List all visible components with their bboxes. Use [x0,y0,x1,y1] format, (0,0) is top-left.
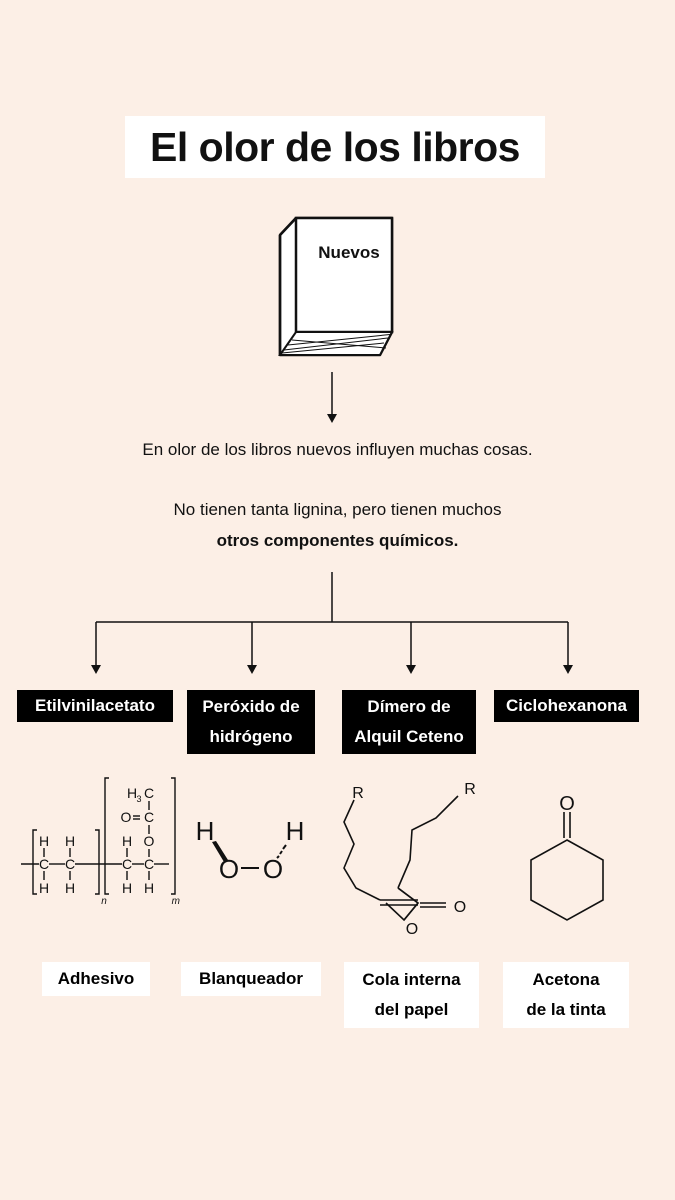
use-label-sizing: Cola interna del papel [344,962,479,1028]
subscript-3: 3 [136,794,141,804]
use-label-bleach: Blanqueador [181,962,321,996]
compound-label-eva: Etilvinilacetato [17,690,173,722]
atom-h: H [39,880,49,896]
use-label-adhesive: Adhesivo [42,962,150,996]
use-label-line: Acetona [532,970,600,989]
atom-h: H [122,833,132,849]
atom-o: O [263,854,283,884]
book-icon: Nuevos [278,216,394,357]
compound-label-peroxide: Peróxido de hidrógeno [187,690,315,754]
akd-structure: R R O O [343,781,476,938]
compound-label-cyclohexanone: Ciclohexanona [494,690,639,722]
lignin-text: No tienen tanta lignina, pero tienen muc… [173,500,502,519]
atom-o: O [454,899,466,916]
atom-o: O [144,833,155,849]
cyclohexanone-structure: O [530,793,604,921]
use-label-ink: Acetona de la tinta [503,962,629,1028]
page-title: El olor de los libros [125,116,545,178]
atom-o: O [559,793,575,815]
components-text: otros componentes químicos. [216,531,459,550]
subscript-n: n [101,896,107,907]
eva-structure: C C C C H H H H H H H O C O H 3 C n m [21,777,180,907]
atom-h: H [196,816,215,846]
tree-connector [91,572,573,674]
atom-h: H [65,880,75,896]
atom-h: H [127,785,137,801]
use-label-line: de la tinta [526,1000,606,1019]
atom-h: H [122,880,132,896]
atom-h: H [65,833,75,849]
atom-c: C [122,856,132,872]
atom-o: O [219,854,239,884]
arrow-down-icon [327,372,337,423]
atom-c: C [39,856,49,872]
use-label-line: del papel [374,1000,449,1019]
compound-label-line: Dímero de [367,697,451,716]
atom-c: C [65,856,75,872]
atom-c: C [144,809,154,825]
subscript-m: m [172,896,180,907]
atom-o: O [121,809,132,825]
atom-h: H [39,833,49,849]
compound-label-line: hidrógeno [209,727,293,746]
atom-r: R [352,785,364,802]
atom-r: R [464,781,476,798]
atom-c: C [144,785,154,801]
compound-label-line: Peróxido de [202,697,300,716]
peroxide-structure: H O O H [196,816,305,884]
atom-o: O [406,921,418,938]
book-label: Nuevos [318,243,379,262]
use-label-line: Cola interna [362,970,461,989]
atom-h: H [144,880,154,896]
intro-text: En olor de los libros nuevos influyen mu… [142,440,533,459]
compound-label-akd: Dímero de Alquil Ceteno [342,690,476,754]
atom-h: H [286,816,305,846]
compound-label-line: Alquil Ceteno [354,727,464,746]
atom-c: C [144,856,154,872]
